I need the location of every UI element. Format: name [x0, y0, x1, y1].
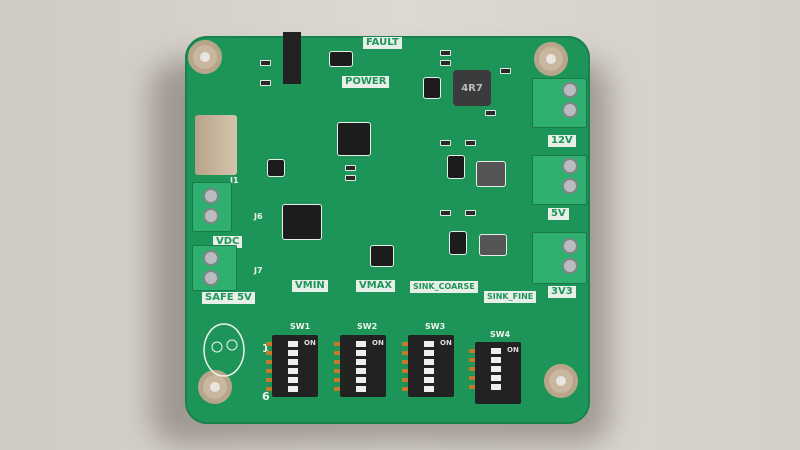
ic-u1 — [338, 123, 370, 155]
dip-switch-1[interactable]: ON — [266, 335, 318, 397]
dip-switch-3[interactable]: ON — [402, 335, 454, 397]
mounting-hole — [534, 42, 568, 76]
dip-toggle[interactable] — [491, 357, 501, 363]
on-marking: ON — [372, 339, 384, 347]
dip-toggle[interactable] — [424, 386, 434, 392]
switch-position-6: 6 — [262, 390, 270, 403]
label-5v: 5V — [548, 208, 569, 220]
label-3v3: 3V3 — [548, 286, 576, 298]
transistor-q3 — [330, 52, 352, 66]
dip-toggle[interactable] — [424, 350, 434, 356]
mounting-hole — [544, 364, 578, 398]
dip-toggle[interactable] — [288, 377, 298, 383]
dip-toggle[interactable] — [288, 350, 298, 356]
dip-toggle[interactable] — [424, 377, 434, 383]
dip-toggle[interactable] — [491, 366, 501, 372]
dip-toggle[interactable] — [356, 359, 366, 365]
j6-label: J6 — [254, 212, 263, 221]
ic-u5 — [424, 78, 440, 98]
label-sink-fine: SINK_FINE — [484, 291, 537, 303]
ic-u3 — [450, 232, 466, 254]
dip-toggle[interactable] — [356, 368, 366, 374]
dip-toggle[interactable] — [491, 348, 501, 354]
j7-label: J7 — [254, 266, 263, 275]
inductor-4r7: 4R7 — [453, 70, 491, 106]
fault-label: FAULT — [363, 37, 402, 49]
transistor-q2 — [371, 246, 393, 266]
ic-u4 — [448, 156, 464, 178]
dip-switch-2[interactable]: ON — [334, 335, 386, 397]
terminal-3v3 — [532, 232, 587, 284]
dip-toggle[interactable] — [356, 350, 366, 356]
label-safe-5v: SAFE 5V — [202, 292, 255, 304]
on-marking: ON — [304, 339, 316, 347]
dip-toggle[interactable] — [491, 375, 501, 381]
sw3-label: SW3 — [425, 322, 446, 331]
ic-u2 — [268, 160, 284, 176]
transistor-q1 — [283, 205, 321, 239]
j1-label: J1 — [230, 176, 239, 185]
dip-toggle[interactable] — [288, 368, 298, 374]
dip-toggle[interactable] — [356, 386, 366, 392]
usb-c-connector — [195, 115, 237, 175]
label-12v: 12V — [548, 135, 576, 147]
sw1-label: SW1 — [290, 322, 311, 331]
switch-position-1: 1 — [262, 342, 270, 355]
dip-switch-4[interactable]: ON — [469, 342, 521, 404]
inductor-l1 — [480, 235, 506, 255]
dip-toggle[interactable] — [491, 384, 501, 390]
dip-toggle[interactable] — [356, 341, 366, 347]
label-vmin: VMIN — [292, 280, 328, 292]
dip-toggle[interactable] — [288, 359, 298, 365]
dip-toggle[interactable] — [424, 368, 434, 374]
dip-toggle[interactable] — [424, 359, 434, 365]
inductor-l2 — [477, 162, 505, 186]
sw4-label: SW4 — [490, 330, 511, 339]
mascot-drawing — [203, 323, 245, 377]
pcb-board — [185, 36, 590, 424]
on-marking: ON — [507, 346, 519, 354]
dip-toggle[interactable] — [288, 386, 298, 392]
terminal-5v — [532, 155, 587, 205]
mounting-hole — [188, 40, 222, 74]
sw2-label: SW2 — [357, 322, 378, 331]
dip-toggle[interactable] — [288, 341, 298, 347]
dip-toggle[interactable] — [356, 377, 366, 383]
pin-header-j2 — [283, 32, 301, 84]
on-marking: ON — [440, 339, 452, 347]
label-sink-coarse: SINK_COARSE — [410, 281, 478, 293]
terminal-12v — [532, 78, 587, 128]
label-vmax: VMAX — [356, 280, 396, 292]
dip-toggle[interactable] — [424, 341, 434, 347]
power-label: POWER — [342, 76, 390, 88]
